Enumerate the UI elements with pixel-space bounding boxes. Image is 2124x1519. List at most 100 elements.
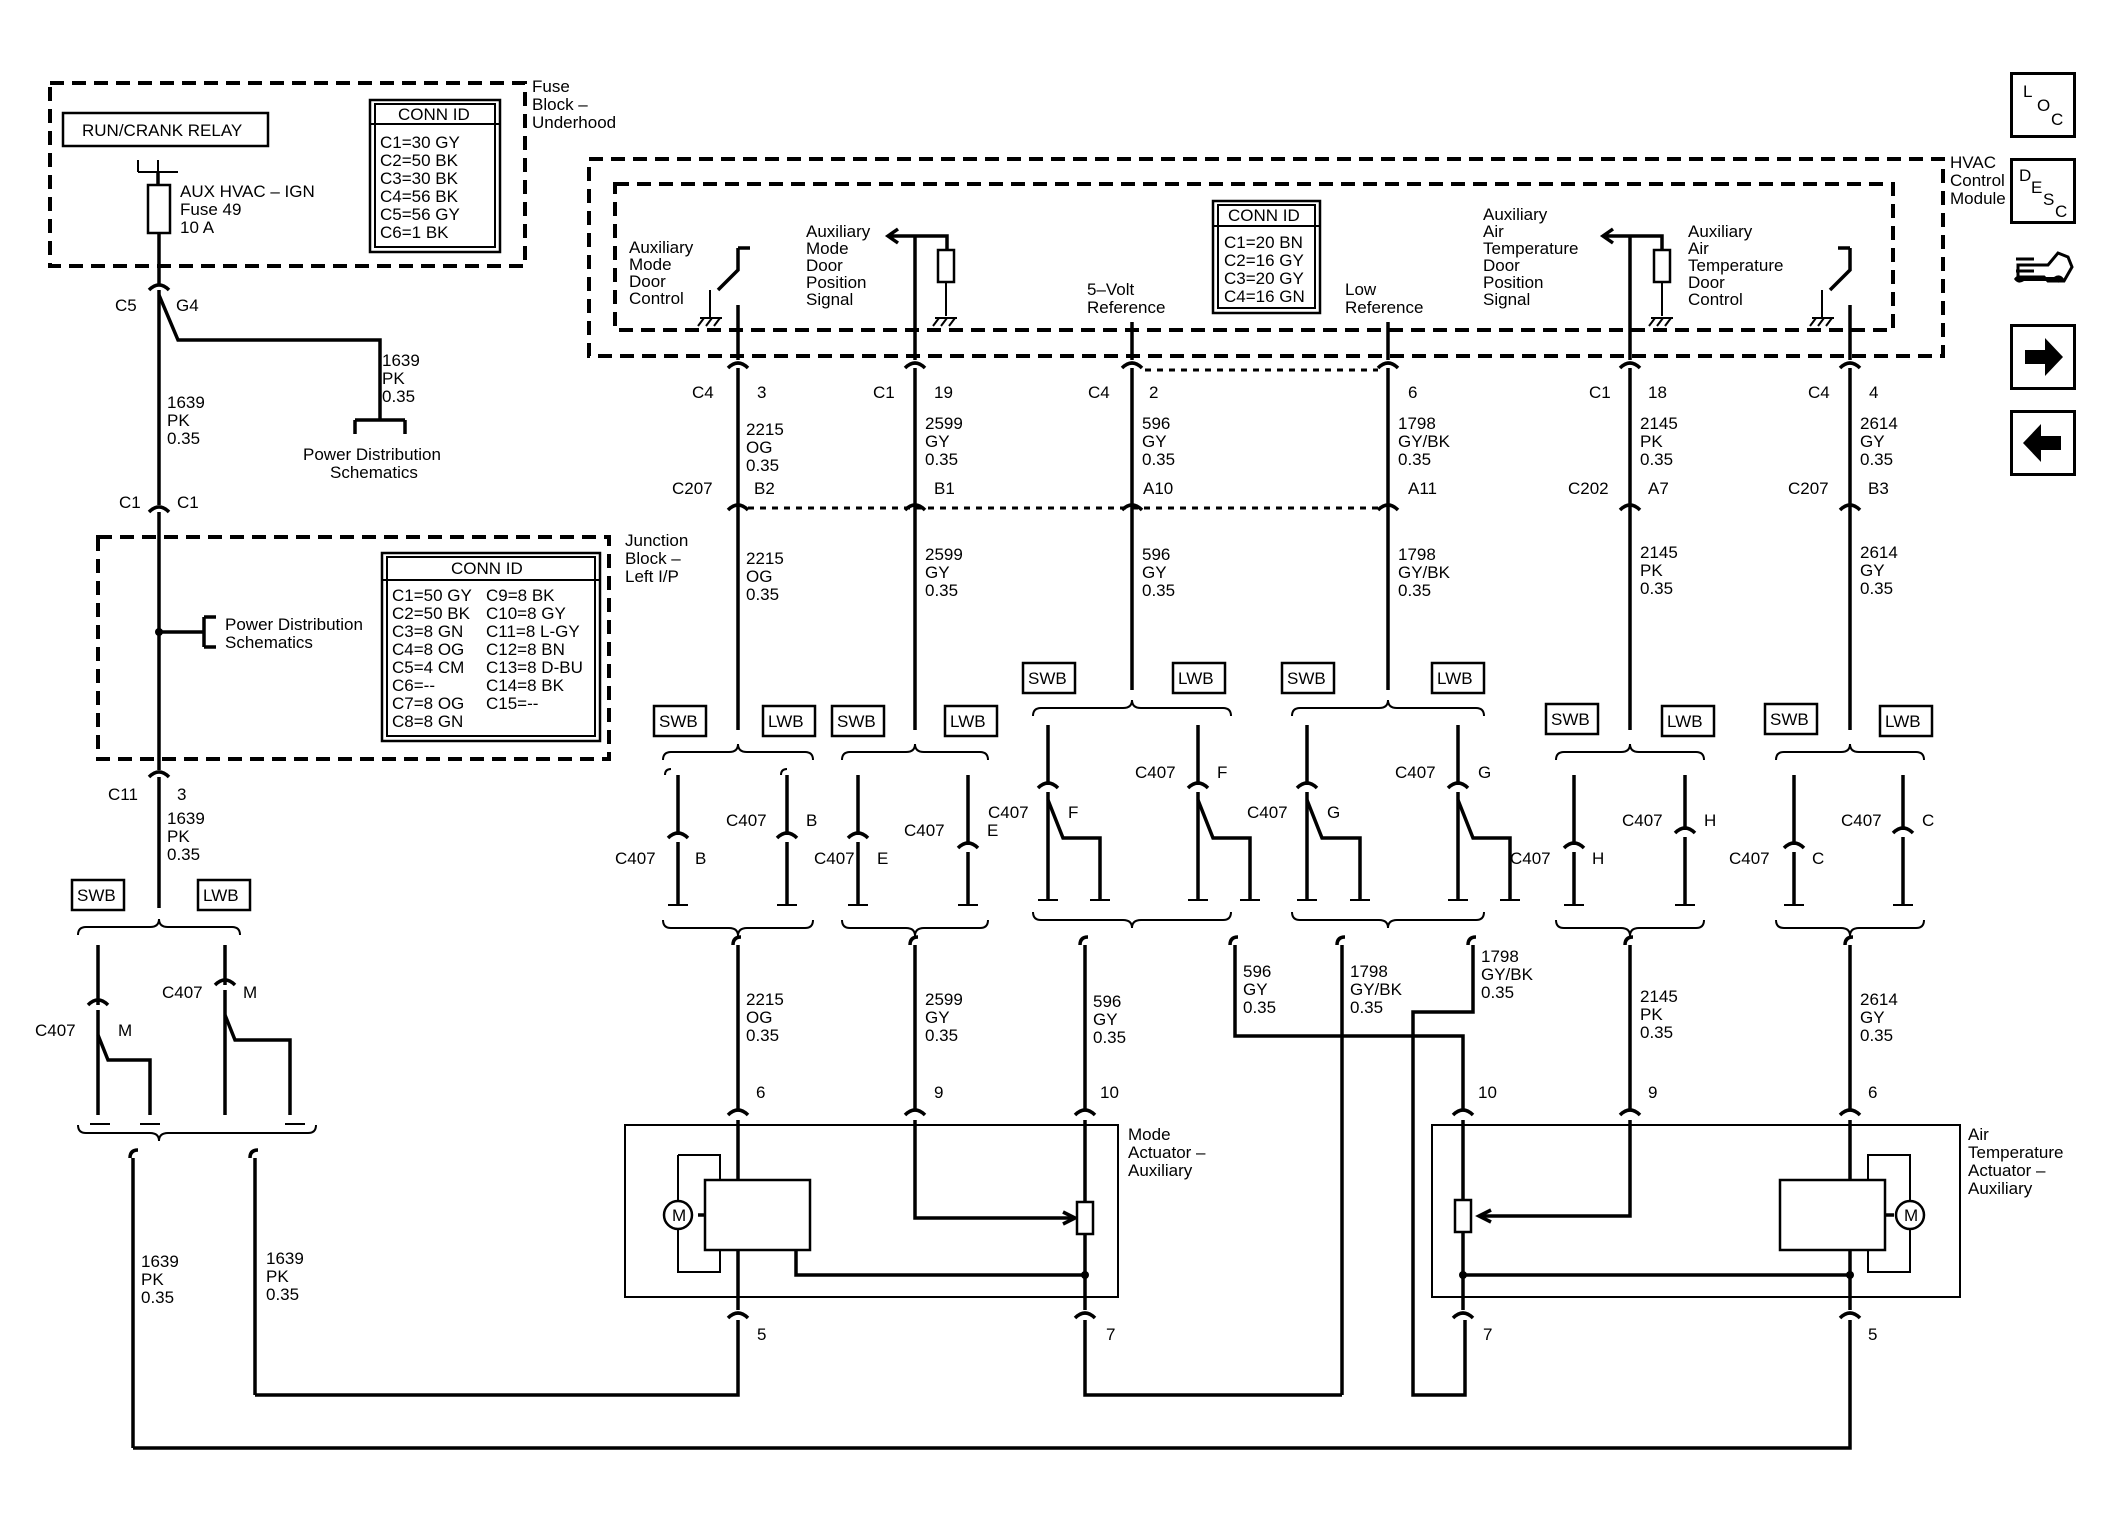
svg-text:GY/BK: GY/BK bbox=[1350, 980, 1403, 999]
bottom-wire-1639-left: 1639 PK 0.35 bbox=[141, 1252, 179, 1307]
svg-text:E: E bbox=[987, 821, 998, 840]
air-temp-actuator-box bbox=[1431, 1124, 1961, 1298]
svg-text:H: H bbox=[1592, 849, 1604, 868]
svg-text:LWB: LWB bbox=[1178, 669, 1214, 688]
svg-text:0.35: 0.35 bbox=[1142, 581, 1175, 600]
svg-text:M: M bbox=[1904, 1206, 1918, 1225]
wrench-hand-button[interactable] bbox=[2010, 237, 2076, 303]
svg-text:PK: PK bbox=[382, 369, 405, 388]
svg-text:C2=50 BK: C2=50 BK bbox=[380, 151, 459, 170]
svg-text:C6=--: C6=-- bbox=[392, 676, 435, 695]
fuse-label: AUX HVAC – IGN Fuse 49 10 A bbox=[180, 182, 315, 237]
svg-text:A10: A10 bbox=[1143, 479, 1173, 498]
svg-text:C407: C407 bbox=[1135, 763, 1176, 782]
c5-label: C5 bbox=[115, 296, 137, 315]
svg-text:C407: C407 bbox=[1841, 811, 1882, 830]
svg-text:0.35: 0.35 bbox=[1398, 450, 1431, 469]
desc-button[interactable]: D E S C bbox=[2010, 158, 2076, 224]
svg-text:7: 7 bbox=[1106, 1325, 1115, 1344]
hvac-module-title: HVAC Control Module bbox=[1950, 153, 2006, 208]
svg-text:0.35: 0.35 bbox=[746, 1026, 779, 1045]
svg-text:PK: PK bbox=[1640, 561, 1663, 580]
svg-text:C1=50 GY: C1=50 GY bbox=[392, 586, 472, 605]
svg-text:1639: 1639 bbox=[266, 1249, 304, 1268]
svg-text:Door: Door bbox=[629, 272, 666, 291]
svg-text:F: F bbox=[1068, 803, 1078, 822]
svg-text:5: 5 bbox=[757, 1325, 766, 1344]
swb-lwb-group-2: SWB LWB C407 E C407 E bbox=[814, 704, 998, 937]
svg-text:LWB: LWB bbox=[1885, 712, 1921, 731]
svg-text:AUX HVAC – IGN: AUX HVAC – IGN bbox=[180, 182, 315, 201]
svg-text:Power Distribution: Power Distribution bbox=[225, 615, 363, 634]
label-mode-door-control: Auxiliary Mode Door Control bbox=[629, 238, 694, 308]
svg-text:Temperature: Temperature bbox=[1968, 1143, 2063, 1162]
circuit-wires-upper bbox=[736, 368, 1852, 730]
loc-button[interactable]: L O C bbox=[2010, 72, 2076, 138]
svg-text:C3=30 BK: C3=30 BK bbox=[380, 169, 459, 188]
svg-text:Fuse 49: Fuse 49 bbox=[180, 200, 241, 219]
svg-text:Mode: Mode bbox=[629, 255, 672, 274]
svg-text:0.35: 0.35 bbox=[266, 1285, 299, 1304]
svg-text:PK: PK bbox=[141, 1270, 164, 1289]
svg-text:C407: C407 bbox=[1729, 849, 1770, 868]
svg-text:C407: C407 bbox=[1247, 803, 1288, 822]
svg-text:C407: C407 bbox=[615, 849, 656, 868]
circuit-top-connectors: C4 3 C1 19 C4 2 6 C1 18 C4 4 bbox=[692, 361, 1878, 402]
hvac-module-outer-boundary bbox=[587, 157, 1945, 358]
run-crank-relay-box bbox=[61, 111, 270, 148]
svg-text:Low: Low bbox=[1345, 280, 1377, 299]
arrow-left-icon bbox=[2023, 424, 2061, 462]
prev-page-button[interactable] bbox=[2010, 410, 2076, 476]
svg-text:C11=8 L-GY: C11=8 L-GY bbox=[486, 622, 580, 641]
svg-text:SWB: SWB bbox=[77, 886, 116, 905]
svg-text:1639: 1639 bbox=[167, 809, 205, 828]
svg-text:Left I/P: Left I/P bbox=[625, 567, 679, 586]
svg-text:2599: 2599 bbox=[925, 414, 963, 433]
svg-text:Control: Control bbox=[629, 289, 684, 308]
svg-text:2215: 2215 bbox=[746, 420, 784, 439]
svg-text:F: F bbox=[1217, 763, 1227, 782]
label-air-temp-control: Auxiliary Air Temperature Door Control bbox=[1688, 222, 1783, 309]
svg-text:5–Volt: 5–Volt bbox=[1087, 280, 1135, 299]
svg-text:GY: GY bbox=[1860, 432, 1885, 451]
svg-text:Door: Door bbox=[1483, 256, 1520, 275]
svg-text:2145: 2145 bbox=[1640, 987, 1678, 1006]
svg-text:H: H bbox=[1704, 811, 1716, 830]
svg-text:Junction: Junction bbox=[625, 531, 688, 550]
svg-text:10 A: 10 A bbox=[180, 218, 215, 237]
svg-text:C407: C407 bbox=[814, 849, 855, 868]
svg-text:0.35: 0.35 bbox=[1640, 450, 1673, 469]
junction-power-dist: Power Distribution Schematics bbox=[225, 615, 363, 652]
next-page-button[interactable] bbox=[2010, 324, 2076, 390]
svg-text:10: 10 bbox=[1100, 1083, 1119, 1102]
label-air-temp-position: Auxiliary Air Temperature Door Position … bbox=[1483, 205, 1578, 309]
svg-text:C1: C1 bbox=[873, 383, 895, 402]
c1-right-label: C1 bbox=[177, 493, 199, 512]
swb-lwb-group-4: SWB LWB C407 G C407 G bbox=[1247, 661, 1520, 929]
svg-text:Mode: Mode bbox=[806, 239, 849, 258]
mode-actuator-box bbox=[624, 1124, 1119, 1298]
svg-text:2614: 2614 bbox=[1860, 543, 1898, 562]
svg-text:Auxiliary: Auxiliary bbox=[1688, 222, 1753, 241]
svg-text:Air: Air bbox=[1968, 1125, 1989, 1144]
svg-text:C5=4 CM: C5=4 CM bbox=[392, 658, 464, 677]
mode-actuator-gearbox bbox=[703, 1178, 812, 1252]
svg-text:M: M bbox=[672, 1206, 686, 1225]
svg-text:Temperature: Temperature bbox=[1688, 256, 1783, 275]
svg-text:O: O bbox=[2037, 96, 2050, 115]
c1-left-label: C1 bbox=[119, 493, 141, 512]
c11-pin-label: 3 bbox=[177, 785, 186, 804]
svg-text:Mode: Mode bbox=[1128, 1125, 1171, 1144]
svg-text:C1=20 BN: C1=20 BN bbox=[1224, 233, 1303, 252]
svg-text:6: 6 bbox=[756, 1083, 765, 1102]
svg-text:GY: GY bbox=[1860, 1008, 1885, 1027]
svg-text:Auxiliary: Auxiliary bbox=[1483, 205, 1548, 224]
svg-text:E: E bbox=[2031, 178, 2042, 197]
svg-text:0.35: 0.35 bbox=[746, 456, 779, 475]
svg-text:0.35: 0.35 bbox=[1860, 450, 1893, 469]
svg-text:LWB: LWB bbox=[950, 712, 986, 731]
svg-text:B: B bbox=[695, 849, 706, 868]
svg-text:C15=--: C15=-- bbox=[486, 694, 538, 713]
